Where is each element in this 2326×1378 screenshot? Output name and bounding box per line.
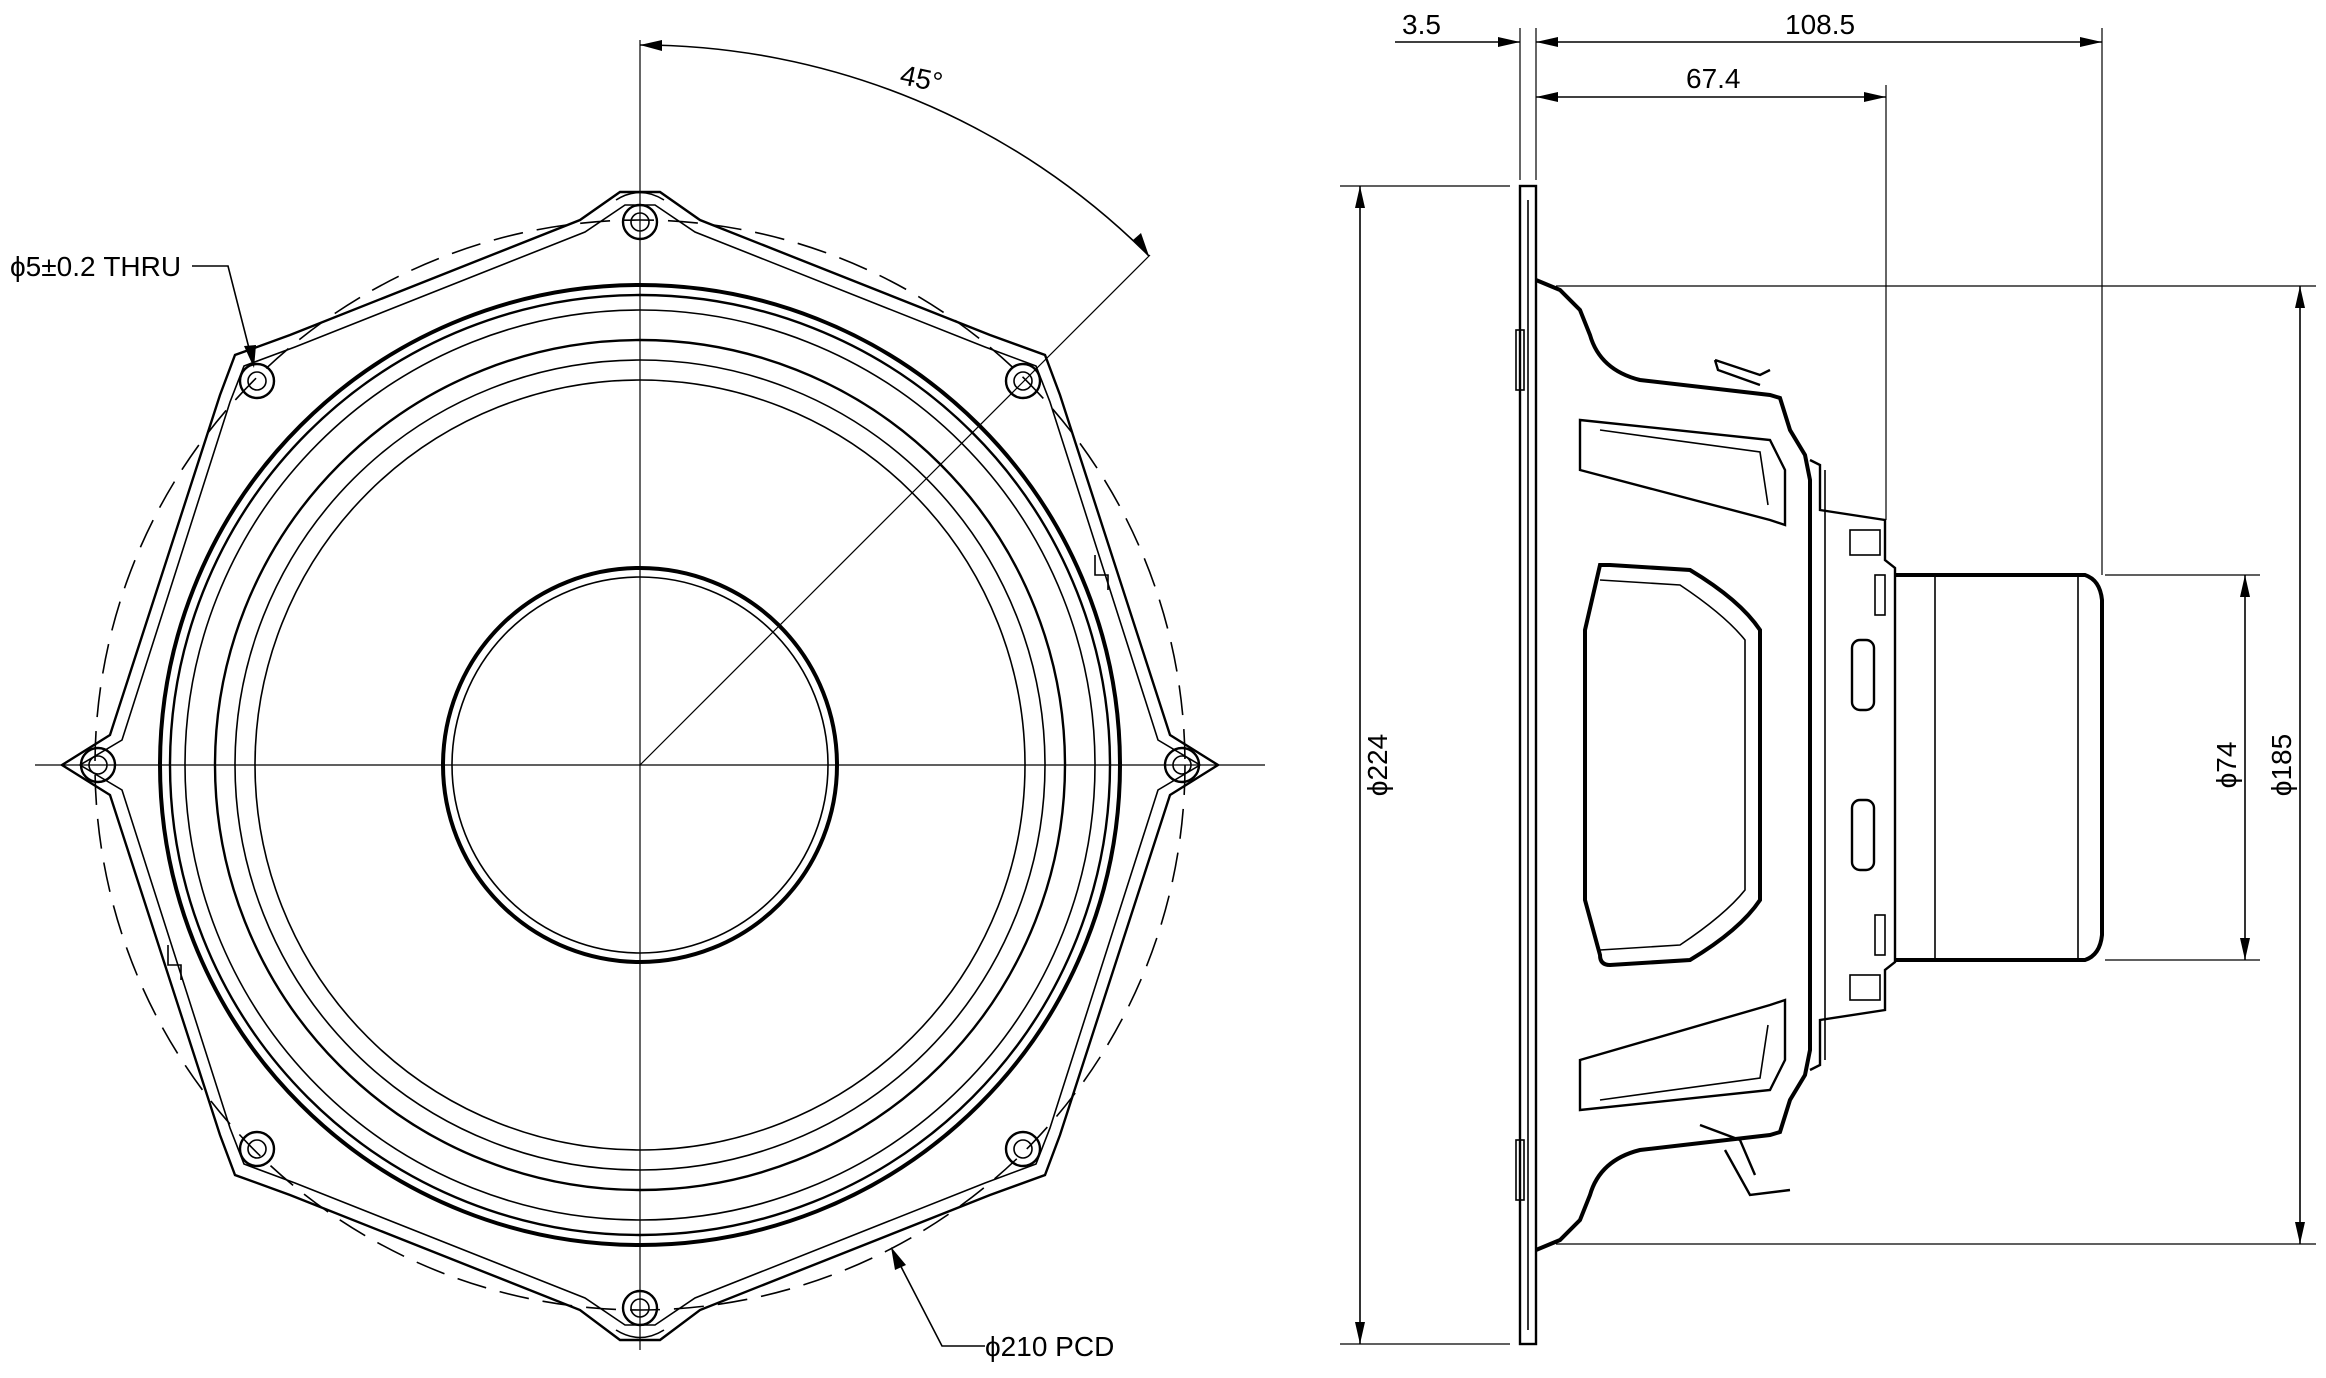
arrow — [244, 345, 256, 368]
clip — [1874, 914, 1886, 956]
arrow — [1355, 186, 1365, 208]
mounting-hole — [79, 746, 117, 784]
mounting-hole — [1004, 1130, 1042, 1168]
side-view: 3.5 108.5 67.4 ϕ224 ϕ74 ϕ185 — [1340, 9, 2316, 1346]
angle-ray — [639, 254, 1151, 766]
arrow — [1498, 37, 1520, 47]
vent-slot — [1849, 974, 1881, 1001]
outer-flange — [59, 190, 1221, 1342]
lower-basket-arm — [1578, 998, 1787, 1112]
hole-leader — [192, 265, 253, 361]
notch-detail — [1094, 555, 1109, 590]
dim-total-depth: 108.5 — [1785, 9, 1855, 40]
mounting-hole — [615, 1289, 665, 1339]
arrow — [891, 1247, 906, 1270]
pcd-callout-label: ϕ210 PCD — [985, 1331, 1114, 1362]
upper-arm-detail — [1599, 429, 1769, 506]
surround-ring-3 — [184, 309, 1096, 1221]
vent-hole — [1850, 638, 1876, 712]
arrow — [1536, 92, 1558, 102]
arrow — [1355, 1322, 1365, 1344]
terminal-top — [1713, 358, 1771, 387]
dim-frame-diameter: ϕ185 — [2266, 734, 2297, 796]
arrow — [2295, 1222, 2305, 1244]
dim-flange-thickness: 3.5 — [1402, 9, 1441, 40]
lower-arm-detail — [1599, 1024, 1769, 1101]
flange-tab — [1515, 329, 1525, 391]
hole-callout-label: ϕ5±0.2 THRU — [10, 251, 181, 282]
flange-plate — [1518, 184, 1538, 1346]
magnet — [1895, 573, 2104, 962]
arrow — [2240, 575, 2250, 597]
cone-ring-3 — [254, 379, 1026, 1151]
pcd-leader — [894, 1254, 985, 1347]
mounting-hole — [1163, 746, 1201, 784]
dim-frame-depth: 67.4 — [1686, 63, 1741, 94]
vent-hole — [1850, 798, 1876, 872]
terminal-bottom — [1699, 1123, 1791, 1197]
cone-ring-2 — [234, 359, 1046, 1171]
mounting-hole — [615, 191, 665, 241]
arrow — [1864, 92, 1886, 102]
vent-slot — [1849, 529, 1881, 556]
angle-arc — [639, 44, 1150, 257]
basket-window — [1583, 562, 1762, 968]
dim-magnet-diameter: ϕ74 — [2211, 742, 2242, 789]
mounting-holes — [79, 191, 1201, 1339]
front-view: 45° ϕ5±0.2 THRU ϕ210 PCD — [10, 40, 1265, 1362]
pcd-circle — [94, 219, 1186, 1311]
motor-plate — [1809, 458, 1897, 1072]
arrow — [1133, 233, 1149, 256]
clip — [1874, 574, 1886, 616]
arrow — [2295, 286, 2305, 308]
arrow — [2080, 37, 2102, 47]
arrow — [2240, 938, 2250, 960]
surround-ring-2 — [168, 293, 1112, 1237]
arrow — [640, 40, 662, 51]
dim-outer-diameter: ϕ224 — [1362, 734, 1393, 796]
basket-outline — [1535, 278, 1812, 1252]
cone-ring-1 — [213, 338, 1067, 1192]
window-inner — [1599, 579, 1746, 951]
mounting-hole — [238, 1130, 276, 1168]
upper-basket-arm — [1578, 418, 1787, 527]
mounting-hole — [238, 362, 276, 400]
dust-cap-inner — [451, 576, 829, 954]
notch-detail — [167, 945, 182, 980]
mounting-hole — [1004, 362, 1042, 400]
angle-label: 45° — [898, 59, 946, 98]
dust-cap-outer — [441, 566, 839, 964]
flange-tab — [1515, 1139, 1525, 1201]
surround-outer-ring — [158, 283, 1122, 1247]
